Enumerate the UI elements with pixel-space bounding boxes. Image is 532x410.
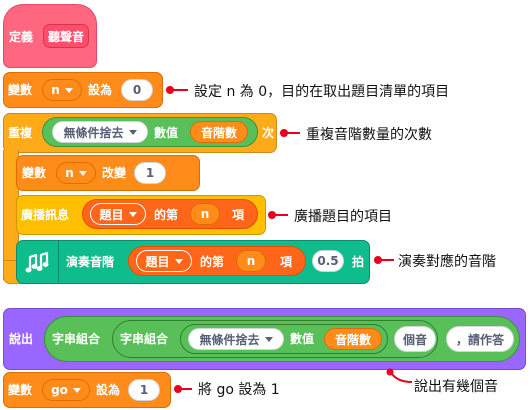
- dropdown-caret-icon: [128, 211, 137, 217]
- callout-dot: [166, 86, 174, 94]
- callout-dot: [174, 385, 182, 393]
- annotation-set-n: 設定 n 為 0，目的在取出題目清單的項目: [194, 84, 450, 100]
- join-text-input-2[interactable]: ，請作答: [446, 326, 514, 352]
- annotation-say: 說出有幾個音: [414, 379, 498, 395]
- set-go-label: 變數: [8, 383, 33, 397]
- dropdown-caret-icon: [64, 87, 73, 93]
- play-note-label: 演奏音階: [66, 255, 115, 269]
- item-label: 項: [280, 255, 293, 269]
- change-n-value-input[interactable]: 1: [134, 162, 166, 184]
- round-function-dropdown[interactable]: 無條件捨去: [52, 121, 148, 143]
- music-note-icon: [25, 251, 49, 273]
- join-label-inner: 字串組合: [120, 332, 169, 346]
- variable-dropdown-value: n: [51, 83, 60, 97]
- note-count-label: 音階數: [200, 125, 237, 140]
- set-n-value-input[interactable]: 0: [121, 79, 153, 101]
- change-n-value: 1: [145, 166, 155, 180]
- dropdown-caret-icon: [174, 258, 183, 264]
- callout-dot: [280, 129, 288, 137]
- callout-line: [172, 89, 188, 91]
- dropdown-caret-icon: [78, 170, 87, 176]
- callout-line: [380, 259, 394, 261]
- join-text-2: ，請作答: [455, 332, 504, 347]
- variable-dropdown-value: go: [51, 383, 68, 397]
- round-function-dropdown[interactable]: 無條件捨去: [188, 328, 284, 350]
- list-dropdown[interactable]: 題目: [90, 203, 146, 225]
- set-to-label: 設為: [88, 83, 113, 97]
- callout-line: [286, 132, 300, 134]
- repeat-times-label: 次: [262, 126, 275, 140]
- note-count-label: 音階數: [334, 332, 371, 347]
- callout-dot: [374, 256, 382, 264]
- round-of-label: 數值: [290, 332, 315, 346]
- index-variable: n: [246, 254, 256, 268]
- set-go-value-input[interactable]: 1: [128, 379, 160, 401]
- dropdown-caret-icon: [128, 129, 137, 135]
- variable-dropdown-n[interactable]: n: [56, 162, 96, 184]
- list-dropdown[interactable]: 題目: [136, 250, 192, 272]
- beats-label: 拍: [352, 255, 365, 269]
- say-label: 說出: [9, 332, 34, 346]
- annotation-repeat: 重複音階數量的次數: [306, 127, 432, 143]
- callout-curve-line: [386, 368, 413, 383]
- dropdown-caret-icon: [72, 387, 81, 393]
- variable-reporter-note-count[interactable]: 音階數: [324, 328, 382, 350]
- round-function-value: 無條件捨去: [63, 125, 124, 140]
- set-go-value: 1: [139, 383, 149, 397]
- variable-reporter-n[interactable]: n: [236, 250, 266, 272]
- beats-value: 0.5: [317, 254, 339, 268]
- list-dropdown-value: 題目: [145, 254, 170, 269]
- index-variable: n: [200, 207, 210, 221]
- variable-dropdown-n[interactable]: n: [42, 79, 82, 101]
- join-text-1: 個音: [402, 332, 427, 347]
- join-text-input-1[interactable]: 個音: [394, 326, 436, 352]
- music-extension-icon-area: [16, 240, 59, 284]
- join-label-outer: 字串組合: [52, 332, 101, 346]
- callout-line: [274, 214, 288, 216]
- define-label: 定義: [9, 30, 34, 44]
- variable-dropdown-go[interactable]: go: [42, 379, 90, 401]
- variable-reporter-note-count[interactable]: 音階數: [190, 121, 248, 143]
- set-to-label: 設為: [96, 383, 121, 397]
- annotation-play-note: 演奏對應的音階: [398, 254, 496, 270]
- dropdown-caret-icon: [264, 336, 273, 342]
- list-dropdown-value: 題目: [99, 207, 124, 222]
- broadcast-label: 廣播訊息: [21, 208, 70, 222]
- beats-input[interactable]: 0.5: [312, 250, 344, 272]
- annotation-broadcast: 廣播題目的項目: [294, 209, 392, 225]
- set-n-label: 變數: [8, 83, 33, 97]
- item-of-label: 的第: [200, 255, 225, 269]
- change-n-block[interactable]: [16, 155, 200, 191]
- repeat-label: 重複: [8, 126, 33, 140]
- change-n-label: 變數: [22, 166, 47, 180]
- custom-block-name: 聽聲音: [47, 29, 84, 44]
- variable-dropdown-value: n: [65, 166, 74, 180]
- item-label: 項: [232, 208, 245, 222]
- callout-dot: [268, 211, 276, 219]
- item-of-label: 的第: [154, 208, 179, 222]
- round-of-label: 數值: [154, 126, 179, 140]
- set-n-value: 0: [132, 83, 142, 97]
- change-by-label: 改變: [102, 166, 127, 180]
- custom-block-prototype[interactable]: 聽聲音: [43, 24, 89, 48]
- callout-line: [180, 388, 192, 390]
- annotation-set-go: 將 go 設為 1: [198, 382, 280, 398]
- variable-reporter-n[interactable]: n: [190, 203, 220, 225]
- round-function-value: 無條件捨去: [199, 332, 260, 347]
